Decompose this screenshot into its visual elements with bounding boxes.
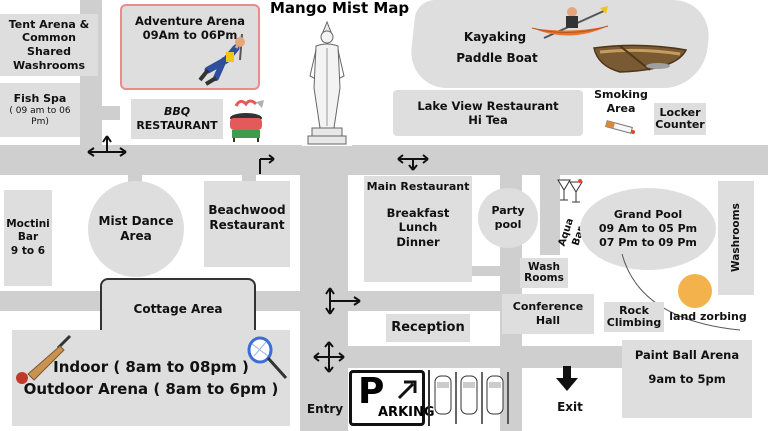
lake-view-restaurant-label: Lake View Restaurant [417, 98, 559, 113]
grand-pool-hours-2: 07 Pm to 09 Pm [599, 235, 697, 249]
lake-view-restaurant[interactable]: Lake View Restaurant Hi Tea [393, 90, 583, 136]
party-pool-line1: Party [491, 204, 525, 218]
beachwood-line1: Beachwood [208, 203, 286, 217]
tent-arena[interactable]: Tent Arena & Common Shared Washrooms [0, 14, 98, 76]
exit-arrow-icon [556, 366, 578, 392]
adventure-arena-hours: 09Am to 06Pm [142, 28, 238, 43]
hi-tea-label: Hi Tea [468, 113, 508, 127]
outdoor-arena-label: Outdoor Arena ( 8am to 6pm ) [23, 380, 279, 398]
menu-lunch: Lunch [398, 220, 438, 235]
wash-rooms[interactable]: Wash Rooms [520, 258, 568, 288]
washrooms-right[interactable]: Washrooms [718, 181, 754, 295]
paint-ball-hours: 9am to 5pm [648, 372, 726, 387]
fish-spa-hours: ( 09 am to 06 Pm) [9, 105, 71, 127]
beachwood-line2: Restaurant [209, 218, 285, 232]
road-main-horizontal [0, 145, 768, 175]
paint-ball-arena[interactable]: Paint Ball Arena 9am to 5pm [622, 340, 752, 418]
tent-arena-line1: Tent Arena & [8, 17, 90, 31]
grand-pool-label: Grand Pool [613, 208, 683, 222]
zorb-ball-icon [678, 274, 712, 308]
cottage-area[interactable]: Cottage Area [100, 278, 256, 340]
conference-line1: Conference [512, 300, 584, 314]
map-title: Mango Mist Map [270, 0, 410, 17]
moctini-bar-line3: 9 to 6 [10, 244, 46, 257]
entry-label[interactable]: Entry [306, 402, 344, 416]
direction-arrow-icon [87, 135, 127, 157]
cigarette-icon [604, 120, 636, 136]
menu-breakfast: Breakfast [386, 205, 450, 220]
moctini-bar-line2: Bar [17, 231, 39, 244]
party-pool[interactable]: Party pool [478, 188, 538, 248]
fish-spa-label: Fish Spa [13, 91, 67, 105]
wash-rooms-line2: Rooms [524, 272, 564, 284]
menu-dinner: Dinner [396, 234, 440, 249]
direction-arrow-icon [313, 341, 345, 373]
rock-climbing[interactable]: Rock Climbing [604, 302, 664, 332]
locker-counter-line1: Locker [659, 105, 701, 119]
mist-dance-line1: Mist Dance [98, 214, 174, 228]
rowboat-icon [590, 40, 690, 76]
land-zorbing-label: land zorbing [669, 310, 747, 323]
smoking-area-line2: Area [606, 101, 636, 115]
parking-label: ARKING [378, 405, 435, 420]
wash-rooms-line1: Wash [527, 260, 561, 273]
paddle-boat-label: Paddle Boat [456, 51, 538, 65]
road-bottom-horizontal [300, 346, 622, 368]
beachwood-restaurant[interactable]: Beachwood Restaurant [204, 181, 290, 267]
smoking-area-line1: Smoking [594, 88, 648, 101]
direction-arrow-icon [397, 154, 429, 171]
cricket-bat-icon [14, 334, 72, 386]
tent-arena-line2: Common Shared [22, 31, 76, 58]
reception[interactable]: Reception [386, 314, 470, 342]
locker-counter-line2: Counter [655, 118, 705, 131]
grand-pool[interactable]: Grand Pool 09 Am to 05 Pm 07 Pm to 09 Pm [580, 188, 716, 270]
main-restaurant-label: Main Restaurant [366, 180, 470, 193]
exit-label[interactable]: Exit [557, 400, 583, 414]
smoking-area[interactable]: Smoking Area [592, 88, 650, 116]
kayaking-label: Kayaking [463, 30, 527, 44]
moctini-bar-line1: Moctini [6, 218, 50, 231]
tent-arena-line3: Washrooms [12, 58, 86, 72]
bbq-restaurant-label: RESTAURANT [136, 119, 218, 132]
party-pool-line2: pool [494, 218, 522, 231]
direction-arrow-icon [259, 154, 275, 174]
rock-climbing-line2: Climbing [606, 316, 662, 329]
indoor-arena-label: Indoor ( 8am to 08pm ) [53, 357, 249, 376]
fish-spa[interactable]: Fish Spa ( 09 am to 06 Pm) [0, 83, 80, 137]
reception-label: Reception [391, 319, 465, 335]
grand-pool-hours-1: 09 Am to 05 Pm [598, 222, 698, 236]
parking-letter: P [358, 371, 385, 412]
conference-hall[interactable]: Conference Hall [502, 294, 594, 334]
kayak-icon [530, 2, 610, 44]
direction-arrow-icon [325, 287, 361, 315]
parking-arrow-icon [397, 380, 417, 400]
statue-icon [302, 18, 352, 146]
rock-climbing-line1: Rock [619, 303, 649, 317]
locker-counter[interactable]: Locker Counter [654, 103, 706, 135]
mist-dance-area[interactable]: Mist Dance Area [88, 181, 184, 277]
cottage-area-label: Cottage Area [133, 301, 223, 316]
conference-line2: Hall [535, 314, 561, 327]
cocktail-icon [556, 176, 586, 204]
road-connector-washrooms [470, 266, 522, 276]
parking-lot[interactable] [428, 370, 510, 426]
climber-icon [196, 30, 258, 86]
paint-ball-label: Paint Ball Arena [634, 348, 740, 362]
car-icon [434, 372, 509, 424]
adventure-arena-label: Adventure Arena [134, 14, 246, 28]
bbq-restaurant[interactable]: BBQ RESTAURANT [131, 99, 223, 139]
road-center-horizontal [300, 291, 500, 311]
mist-dance-line2: Area [120, 229, 152, 243]
moctini-bar[interactable]: Moctini Bar 9 to 6 [4, 190, 52, 286]
road-aqua-vertical [540, 175, 560, 255]
parking-sign[interactable]: P ARKING [349, 370, 435, 426]
road-stub-left [80, 106, 120, 120]
main-restaurant[interactable]: Main Restaurant Breakfast Lunch Dinner [364, 176, 472, 282]
bbq-label: BBQ [163, 105, 191, 119]
bbq-grill-icon [226, 98, 268, 142]
badminton-racket-icon [244, 336, 290, 382]
